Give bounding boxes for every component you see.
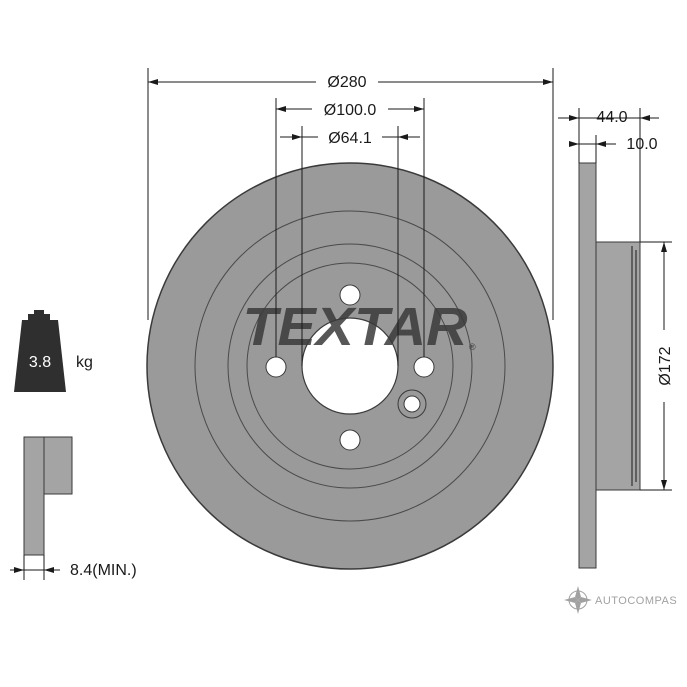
dim-hat-diameter: Ø172	[640, 241, 674, 491]
disc-front-view: TEXTAR ®	[146, 162, 554, 570]
weight-icon: 3.8	[14, 310, 66, 392]
bolt-hole-right	[413, 356, 435, 378]
dim-total-height: 44.0	[558, 108, 659, 242]
total-height-label: 44.0	[596, 109, 627, 126]
disc-hat-outer-edge	[227, 243, 473, 489]
bolt-hole-top	[339, 284, 361, 306]
locating-hole-inner	[403, 395, 421, 413]
center-bore-label: Ø64.1	[328, 130, 372, 147]
weight-unit: kg	[76, 354, 93, 371]
hat-diameter-label: Ø172	[657, 346, 674, 385]
outer-diameter-label: Ø280	[327, 74, 366, 91]
dim-disc-thickness: 10.0	[569, 135, 658, 163]
bolt-hole-bottom	[339, 429, 361, 451]
side-friction-ring	[578, 162, 597, 569]
weight-value: 3.8	[29, 354, 51, 371]
disc-side-view	[578, 162, 641, 569]
registered-mark: ®	[469, 342, 476, 352]
compass-logo-icon	[564, 586, 592, 614]
dim-outer-diameter: Ø280	[147, 68, 554, 320]
dim-center-bore: Ø64.1	[280, 126, 420, 366]
disc-thickness-label: 10.0	[626, 136, 657, 153]
watermark: AUTOCOMPAS	[564, 586, 677, 614]
min-thickness-label: 8.4(MIN.)	[70, 562, 137, 579]
bolt-circle-label: Ø100.0	[324, 102, 377, 119]
disc-friction-ring-edge	[194, 210, 506, 522]
watermark-text: AUTOCOMPAS	[595, 595, 677, 607]
bolt-hole-left	[265, 356, 287, 378]
min-thickness-symbol	[10, 436, 73, 580]
disc-hat-inner-edge	[246, 262, 454, 470]
side-hat	[595, 241, 641, 491]
brand-logo: TEXTAR	[243, 297, 468, 357]
dim-bolt-circle: Ø100.0	[275, 98, 425, 357]
